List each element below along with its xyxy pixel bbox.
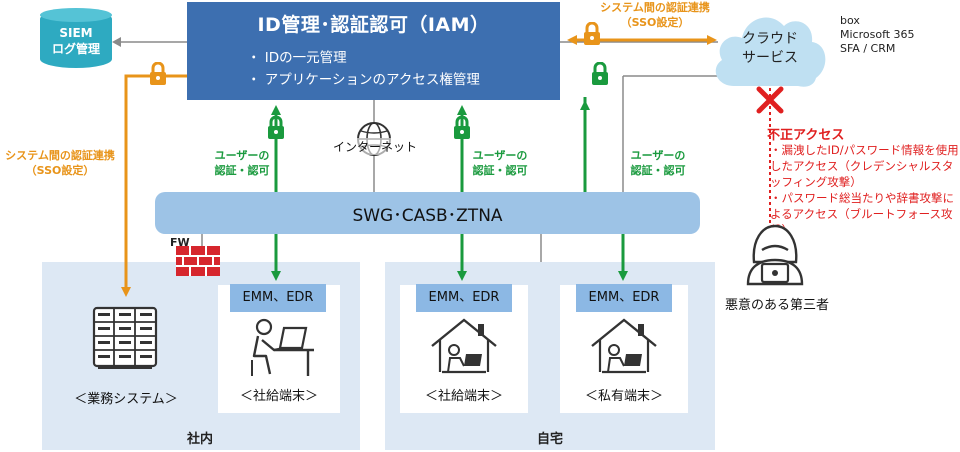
iam-bullet: ・ IDの一元管理 bbox=[247, 50, 347, 66]
business-system-caption: ＜業務システム＞ bbox=[74, 392, 178, 407]
siem-log-server: SIEM ログ管理 bbox=[40, 8, 112, 68]
sso-label-left: システム間の認証連携 （SSO設定） bbox=[0, 148, 120, 178]
user-auth-line: ユーザーの bbox=[630, 149, 686, 162]
cloud-icon bbox=[715, 17, 826, 87]
iam-bullet: ・ アプリケーションのアクセス権管理 bbox=[247, 72, 480, 88]
internet-label: インターネット bbox=[330, 138, 420, 155]
user-auth-label: ユーザーの 認証・認可 bbox=[470, 148, 530, 178]
firewall-icon bbox=[176, 246, 220, 276]
emm-edr-badge: EMM、EDR bbox=[230, 284, 326, 312]
lock-icon bbox=[268, 116, 284, 139]
firewall-label: FW bbox=[170, 236, 190, 249]
siem-label-line2: ログ管理 bbox=[51, 42, 100, 56]
cloud-service-item: Microsoft 365 bbox=[840, 28, 915, 41]
sso-label-line: （SSO設定） bbox=[620, 16, 690, 29]
cloud-services-list: box Microsoft 365 SFA / CRM bbox=[840, 14, 915, 56]
user-auth-line: 認証・認可 bbox=[214, 164, 270, 177]
emm-edr-badge: EMM、EDR bbox=[576, 284, 672, 312]
hacker-icon bbox=[746, 224, 804, 286]
gateway-bar: SWG･CASB･ZTNA bbox=[155, 192, 700, 234]
lock-icon bbox=[592, 62, 608, 85]
cloud-label-line: サービス bbox=[742, 50, 798, 66]
sso-label-line: （SSO設定） bbox=[25, 164, 95, 177]
sso-label-top: システム間の認証連携 （SSO設定） bbox=[590, 0, 720, 30]
cloud-service-item: SFA / CRM bbox=[840, 42, 896, 55]
person-at-desk-icon bbox=[251, 318, 314, 376]
user-auth-label: ユーザーの 認証・認可 bbox=[212, 148, 272, 178]
cloud-label-line: クラウド bbox=[742, 31, 798, 47]
office-terminal-caption: ＜社給端末＞ bbox=[239, 389, 318, 404]
server-rack-icon bbox=[92, 306, 158, 369]
user-auth-line: 認証・認可 bbox=[630, 164, 686, 177]
sso-label-line: システム間の認証連携 bbox=[5, 149, 115, 162]
attacker-label: 悪意のある第三者 bbox=[724, 298, 829, 313]
home-zone-label: 自宅 bbox=[536, 432, 563, 447]
user-auth-label: ユーザーの 認証・認可 bbox=[628, 148, 688, 178]
attack-item: ・漏洩したID/パスワード情報を使用したアクセス（クレデンシャルスタッフィング攻… bbox=[770, 143, 959, 189]
sso-label-line: システム間の認証連携 bbox=[600, 1, 710, 14]
user-auth-line: ユーザーの bbox=[214, 149, 270, 162]
attack-title: 不正アクセス bbox=[767, 128, 845, 143]
home-company-terminal-caption: ＜社給端末＞ bbox=[424, 389, 503, 404]
database-icon bbox=[40, 8, 112, 22]
cloud-label: クラウド サービス bbox=[722, 30, 818, 68]
cloud-service-item: box bbox=[840, 14, 860, 27]
home-work-icon bbox=[431, 318, 497, 374]
blocked-x-icon bbox=[756, 86, 784, 114]
siem-label-line1: SIEM bbox=[59, 26, 93, 40]
iam-box: ID管理･認証認可（IAM） ・ IDの一元管理 ・ アプリケーションのアクセス… bbox=[187, 2, 560, 100]
emm-edr-badge: EMM、EDR bbox=[416, 284, 512, 312]
home-private-terminal-caption: ＜私有端末＞ bbox=[584, 389, 663, 404]
user-auth-line: ユーザーの bbox=[472, 149, 528, 162]
iam-title: ID管理･認証認可（IAM） bbox=[257, 14, 490, 36]
lock-icon bbox=[150, 62, 166, 85]
lock-icon bbox=[454, 116, 470, 139]
office-zone-label: 社内 bbox=[186, 432, 213, 447]
home-work-icon bbox=[591, 318, 657, 374]
lock-icon bbox=[584, 22, 600, 45]
user-auth-line: 認証・認可 bbox=[472, 164, 528, 177]
